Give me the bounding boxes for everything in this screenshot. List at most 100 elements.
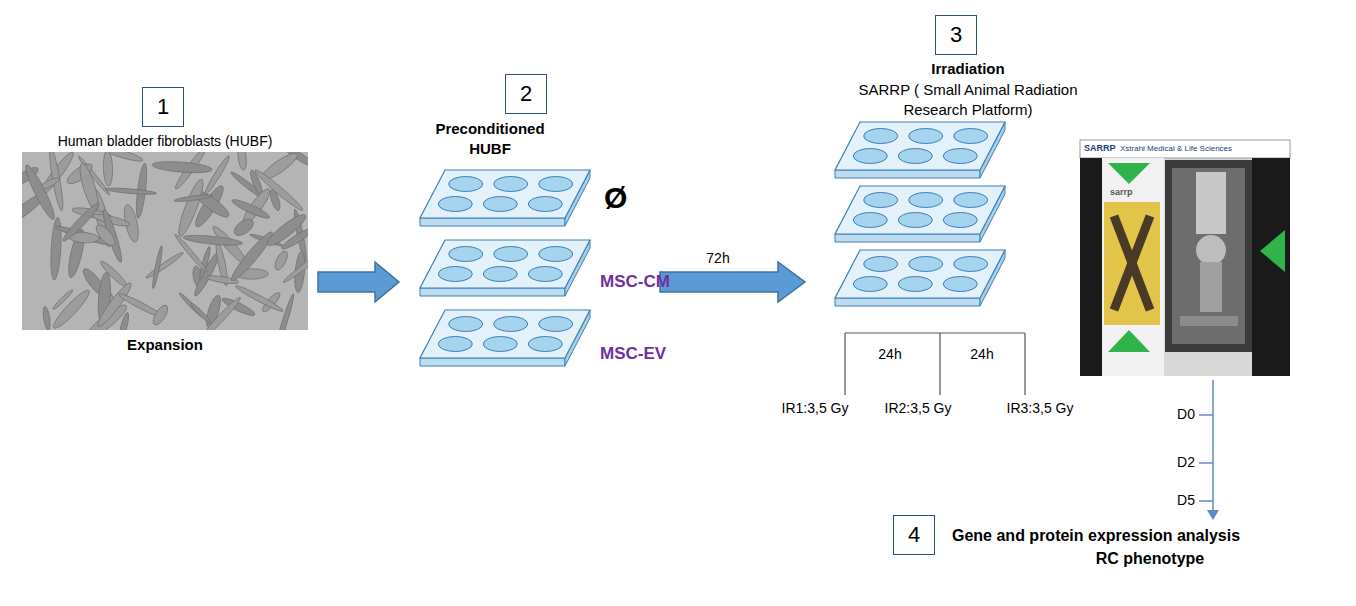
- fibroblast-cell: [203, 155, 232, 196]
- process-arrow: [660, 262, 805, 302]
- plate-well: [449, 317, 483, 332]
- plate-top: [420, 310, 590, 358]
- plate-well: [909, 129, 943, 144]
- plate-well: [954, 193, 988, 208]
- plate-well: [853, 149, 887, 164]
- well-plates: [420, 122, 1005, 366]
- plate-top: [420, 240, 590, 288]
- plate-well: [494, 247, 528, 262]
- caption-text: Human bladder fibroblasts (HUBF): [15, 133, 315, 150]
- plate-well: [954, 257, 988, 272]
- micrograph-cells: [22, 152, 308, 330]
- plate-well: [539, 177, 573, 192]
- plate-well: [898, 277, 932, 292]
- plate-well: [483, 197, 517, 212]
- control-symbol: Ø: [604, 183, 644, 213]
- plate-side: [420, 288, 565, 296]
- fibroblast-cell: [151, 245, 164, 289]
- stage-title: Expansion: [90, 336, 240, 354]
- well-plate: [420, 240, 590, 296]
- fibroblast-cell: [105, 187, 157, 196]
- plate-well: [528, 267, 562, 282]
- fibroblast-cell: [201, 295, 243, 330]
- step-number-box: 4: [893, 515, 935, 555]
- plate-well: [954, 129, 988, 144]
- stage-subtitle: SARRP ( Small Animal Radiation Research …: [843, 80, 1093, 121]
- photo-logo: Xstrahl Medical & Life Sciences: [1120, 144, 1285, 154]
- plate-well: [943, 149, 977, 164]
- plate-well: [449, 177, 483, 192]
- fibroblast-cell: [173, 233, 208, 273]
- plate-well: [943, 213, 977, 228]
- plate-well: [438, 197, 472, 212]
- step-number: 1: [157, 96, 169, 118]
- stage-title: Preconditioned HUBF: [425, 119, 555, 158]
- fibroblast-cell: [183, 233, 243, 247]
- plate-well: [898, 213, 932, 228]
- condition-label: MSC-EV: [600, 344, 690, 364]
- fibroblast-cell: [280, 226, 308, 252]
- well-plate: [835, 122, 1005, 178]
- dose-label: IR1:3,5 Gy: [770, 400, 860, 417]
- dose-label: IR2:3,5 Gy: [873, 400, 963, 417]
- fibroblast-cell: [175, 177, 207, 238]
- plate-well: [909, 257, 943, 272]
- fibroblast-cell: [145, 251, 185, 280]
- plate-side: [835, 298, 980, 306]
- condition-label: MSC-CM: [600, 272, 690, 292]
- plate-well: [438, 337, 472, 352]
- plate-well: [539, 317, 573, 332]
- day-label: D0: [1155, 406, 1195, 423]
- fibroblast-cell: [231, 197, 272, 221]
- dose-label: IR3:3,5 Gy: [995, 400, 1085, 417]
- plate-well: [483, 337, 517, 352]
- timeline: [1199, 380, 1219, 520]
- plate-side: [420, 358, 565, 366]
- step-number-box: 2: [505, 74, 547, 114]
- day-label: D2: [1155, 454, 1195, 471]
- fibroblast-cell: [272, 249, 289, 272]
- plate-top: [835, 122, 1005, 170]
- step-number: 3: [950, 24, 962, 46]
- plate-well: [909, 193, 943, 208]
- time-label: 72h: [688, 250, 748, 267]
- analysis-title: RC phenotype: [1040, 549, 1260, 568]
- fibroblast-cell: [228, 229, 276, 284]
- sarrp-photo: [1080, 140, 1290, 376]
- plate-top: [420, 170, 590, 218]
- plate-well: [864, 129, 898, 144]
- plate-well: [864, 257, 898, 272]
- fibroblast-cell: [52, 289, 74, 311]
- plate-well: [853, 213, 887, 228]
- time-label: 24h: [960, 346, 1004, 363]
- plate-well: [438, 267, 472, 282]
- stage-title: Irradiation: [868, 60, 1068, 78]
- fibroblast-cell: [189, 302, 212, 325]
- step-number-box: 1: [142, 87, 184, 127]
- plate-well: [898, 149, 932, 164]
- micrograph: [22, 152, 308, 330]
- plate-side: [420, 218, 565, 226]
- fibroblast-cell: [103, 152, 113, 186]
- plate-well: [494, 317, 528, 332]
- step-number-box: 3: [935, 15, 977, 55]
- fibroblast-cell: [94, 280, 134, 329]
- process-arrow: [318, 262, 399, 302]
- time-label: 24h: [868, 346, 912, 363]
- fibroblast-cell: [282, 251, 308, 285]
- fibroblast-cell: [150, 303, 170, 327]
- plate-top: [835, 250, 1005, 298]
- well-plate: [835, 250, 1005, 306]
- fibroblast-cell: [253, 167, 305, 212]
- time-bracket: [845, 333, 1025, 395]
- fibroblast-cell: [42, 306, 51, 330]
- plate-well: [494, 177, 528, 192]
- analysis-title: Gene and protein expression analysis: [952, 526, 1312, 545]
- plate-well: [483, 267, 517, 282]
- plate-well: [853, 277, 887, 292]
- well-plate: [420, 170, 590, 226]
- well-plate: [420, 310, 590, 366]
- day-label: D5: [1155, 492, 1195, 509]
- step-number: 4: [908, 524, 920, 546]
